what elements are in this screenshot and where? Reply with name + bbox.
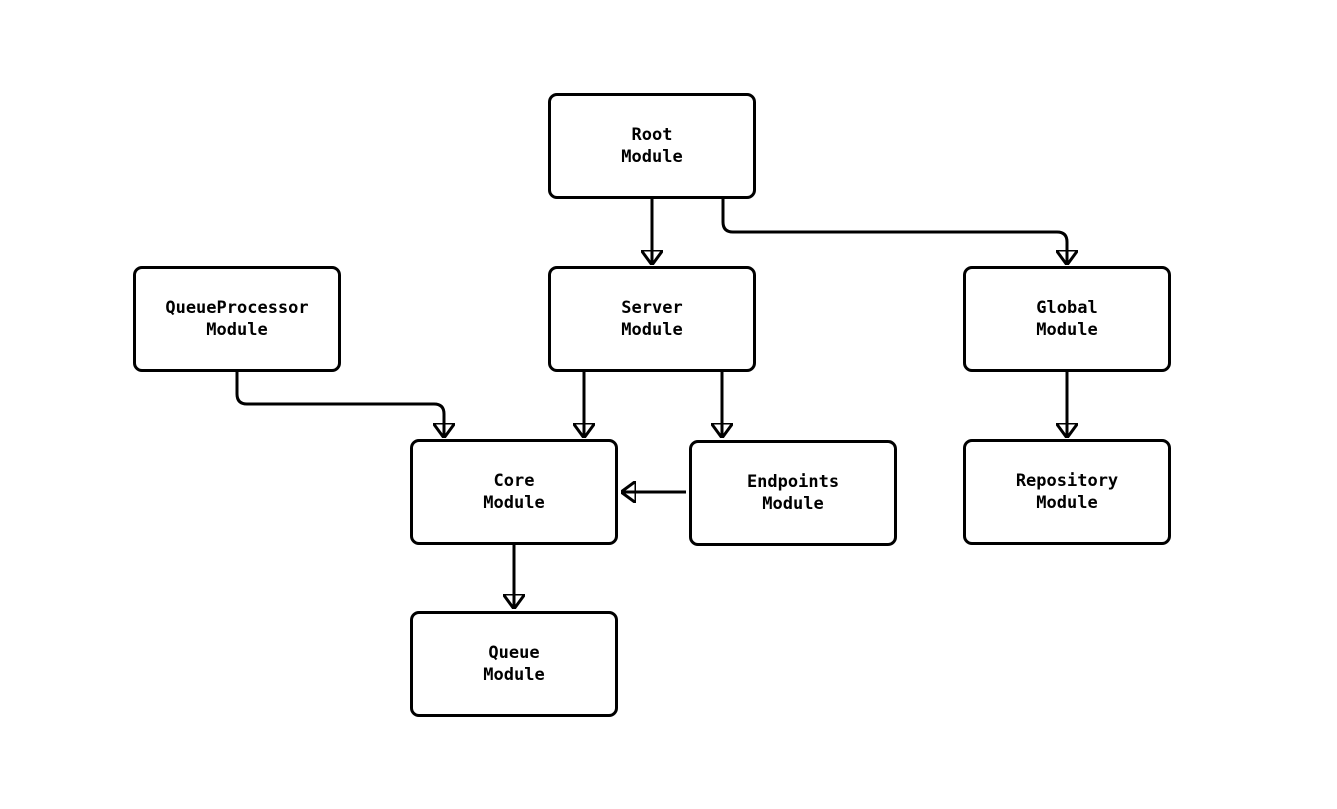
node-repository-module: Repository Module	[963, 439, 1171, 545]
node-global-module-label: Global Module	[1036, 298, 1098, 340]
node-global-module: Global Module	[963, 266, 1171, 372]
node-core-module: Core Module	[410, 439, 618, 545]
node-queue-module-label: Queue Module	[483, 643, 545, 685]
node-queue-module: Queue Module	[410, 611, 618, 717]
node-repository-module-label: Repository Module	[1015, 471, 1119, 513]
node-endpoints-module-label: Endpoints Module	[746, 472, 840, 514]
node-endpoints-module: Endpoints Module	[689, 440, 897, 546]
edge-root-to-global	[721, 199, 1067, 263]
node-core-module-label: Core Module	[483, 471, 545, 513]
node-queueprocessor-module: QueueProcessor Module	[133, 266, 341, 372]
node-server-module: Server Module	[548, 266, 756, 372]
node-root-module-label: Root Module	[621, 125, 683, 167]
edge-queueprocessor-to-core	[235, 372, 444, 436]
node-queueprocessor-module-label: QueueProcessor Module	[165, 298, 309, 340]
node-root-module: Root Module	[548, 93, 756, 199]
node-server-module-label: Server Module	[621, 298, 683, 340]
